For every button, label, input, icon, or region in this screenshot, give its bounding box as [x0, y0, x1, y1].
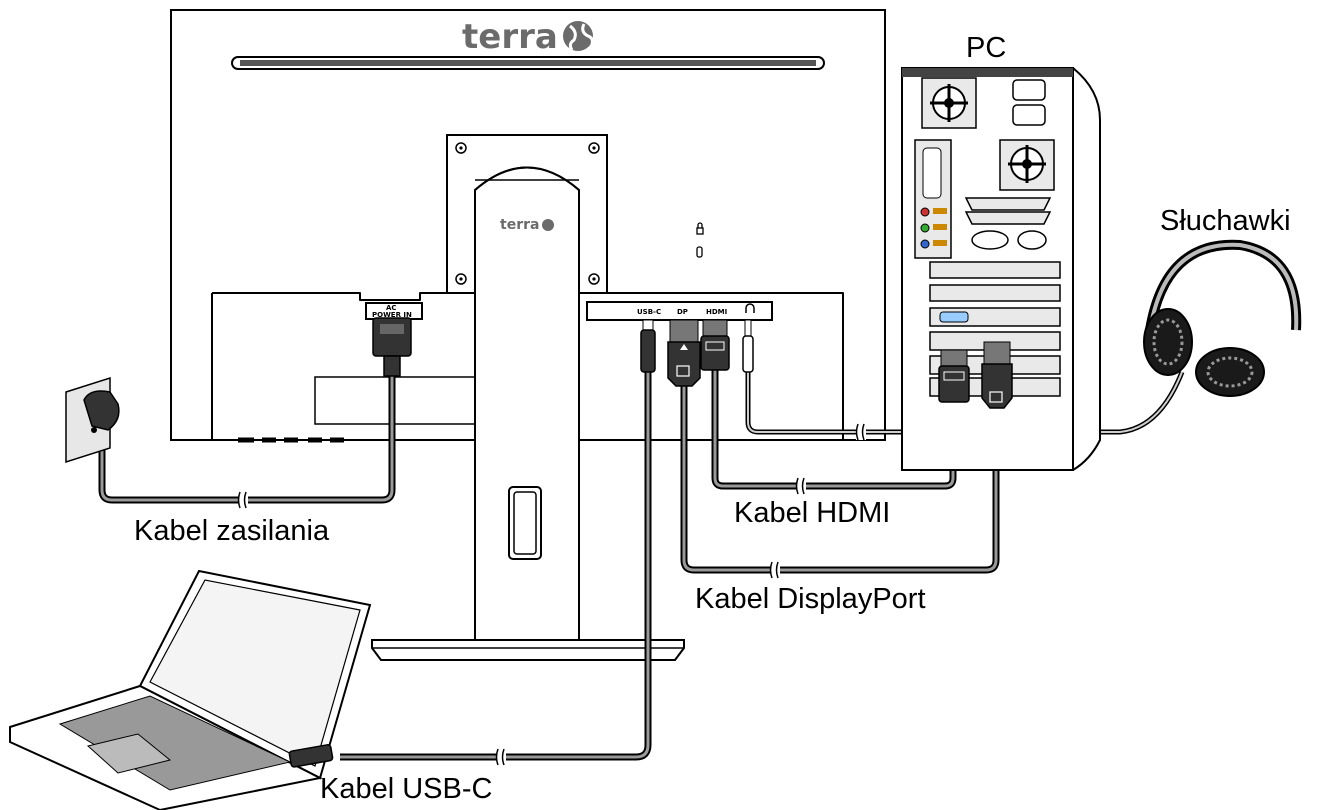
io-panel: USB-C DP HDMI: [586, 301, 773, 321]
headphone-port-icon: [745, 303, 755, 313]
ac-power-plug: [372, 317, 412, 377]
hdmi-plug-monitor: [700, 319, 730, 371]
audio-cable: [745, 371, 1185, 441]
ac-label-line1: AC: [386, 304, 397, 312]
wall-outlet: [65, 376, 120, 464]
stand-brand-text: terra: [500, 217, 539, 233]
hdmi-plug-pc: [938, 349, 970, 403]
globe-icon: [542, 219, 554, 231]
audio-jack: [742, 319, 754, 373]
headphones-label: Słuchawki: [1160, 205, 1291, 237]
laptop: [9, 569, 372, 810]
hdmi-port-label: HDMI: [706, 308, 727, 316]
power-cable-label: Kabel zasilania: [134, 515, 330, 547]
hdmi-cable: [711, 368, 957, 495]
pc-label: PC: [966, 32, 1006, 64]
usbc-plug: [640, 319, 656, 373]
displayport-cable: [680, 385, 1000, 579]
globe-icon: [563, 21, 594, 51]
power-cable: [98, 375, 396, 509]
fan-icon: [930, 84, 968, 122]
lock-icon: [696, 222, 704, 258]
monitor-stand: terra: [371, 166, 685, 661]
ac-power-port: AC POWER IN: [365, 302, 423, 320]
monitor-brand-logo: terra: [462, 17, 594, 57]
dp-port-label: DP: [677, 308, 688, 316]
brand-top-text: terra: [462, 17, 558, 57]
dp-plug-pc: [981, 341, 1013, 409]
power-socket-icon: [1012, 79, 1046, 126]
hdmi-cable-label: Kabel HDMI: [734, 497, 890, 529]
pc-tower: [901, 67, 1101, 471]
dp-plug-monitor: [667, 319, 701, 387]
fan-icon: [1008, 145, 1046, 183]
displayport-cable-label: Kabel DisplayPort: [695, 583, 926, 615]
ac-label-line2: POWER IN: [372, 311, 412, 319]
headphones: [1143, 239, 1302, 397]
usbc-cable-label: Kabel USB-C: [320, 773, 492, 805]
usbc-port-label: USB-C: [637, 308, 661, 316]
usbc-cable: [340, 370, 652, 766]
